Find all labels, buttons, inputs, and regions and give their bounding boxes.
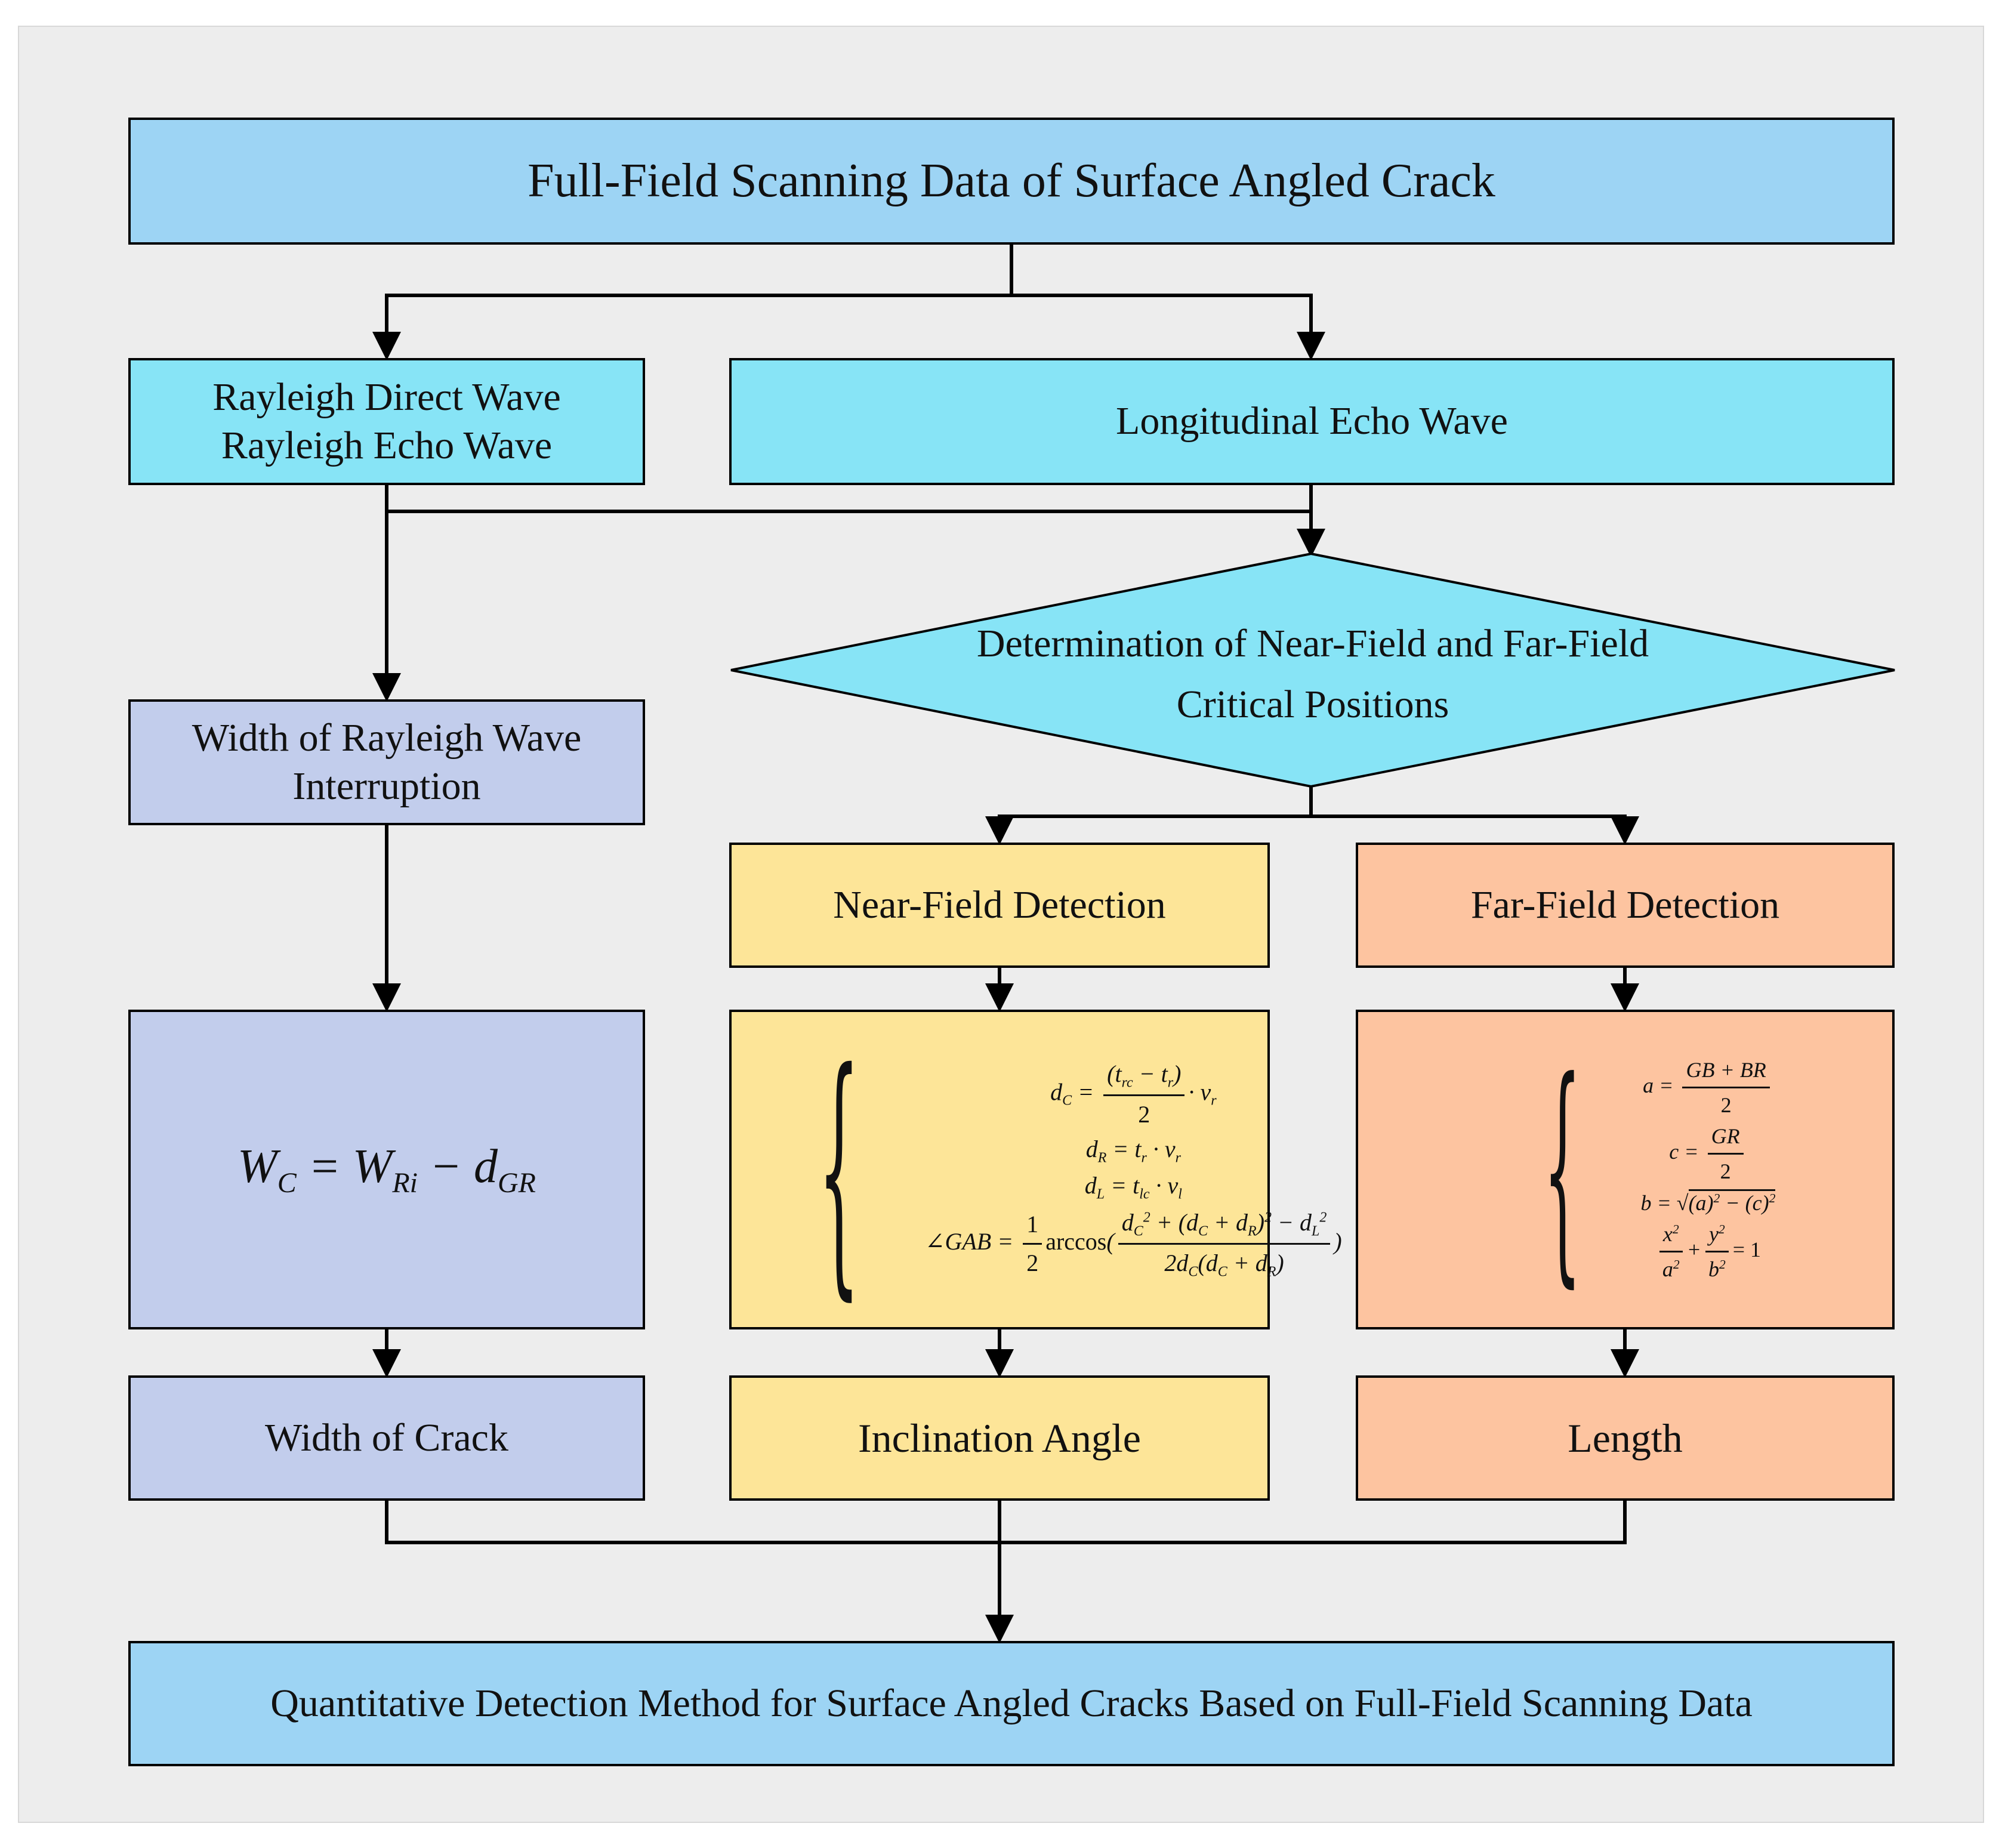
- interruption-label-line1: Width of Rayleigh Wave: [192, 715, 582, 760]
- rayleigh-echo-label: Rayleigh Echo Wave: [221, 423, 553, 467]
- edge-top-to-rayleigh: [372, 294, 1011, 360]
- left-brace-icon: {: [1543, 1031, 1582, 1308]
- interruption-label-line2: Interruption: [292, 764, 481, 808]
- longitudinal-label: Longitudinal Echo Wave: [1116, 399, 1508, 443]
- width-formula: WC = WRi − dGR: [237, 1140, 536, 1199]
- longitudinal-wave-box: Longitudinal Echo Wave: [729, 358, 1895, 485]
- eq-dl: dL = tlc · vl: [1084, 1172, 1182, 1202]
- decision-text: Determination of Near-Field and Far-Fiel…: [734, 615, 1892, 734]
- rayleigh-wave-box: Rayleigh Direct Wave Rayleigh Echo Wave: [128, 358, 645, 485]
- length-box: Length: [1356, 1375, 1895, 1501]
- far-field-box: Far-Field Detection: [1356, 843, 1895, 968]
- edge-decision-to-far: [1311, 815, 1639, 845]
- source-data-box: Full-Field Scanning Data of Surface Angl…: [128, 118, 1895, 245]
- method-summary-label: Quantitative Detection Method for Surfac…: [270, 1681, 1753, 1725]
- source-data-label: Full-Field Scanning Data of Surface Angl…: [528, 154, 1495, 207]
- decision-label-line1: Determination of Near-Field and Far-Fiel…: [976, 621, 1649, 665]
- eq-b: b = √(a)2 − (c)2: [1641, 1187, 1776, 1218]
- width-formula-box: WC = WRi − dGR: [128, 1010, 645, 1329]
- near-field-formula-box: { dC = (trc − tr)2· vr dR = tr · vr dL =…: [729, 1010, 1342, 1329]
- rayleigh-direct-label: Rayleigh Direct Wave: [212, 375, 561, 419]
- near-field-box: Near-Field Detection: [729, 843, 1270, 968]
- eq-dr: dR = tr · vr: [1085, 1136, 1181, 1166]
- inclination-angle-box: Inclination Angle: [729, 1375, 1270, 1501]
- length-label: Length: [1568, 1415, 1683, 1461]
- method-summary-box: Quantitative Detection Method for Surfac…: [128, 1641, 1895, 1766]
- left-brace-icon: {: [818, 1017, 860, 1322]
- edge-top-to-longitudinal: [1011, 294, 1325, 360]
- inclination-angle-label: Inclination Angle: [857, 1415, 1141, 1461]
- edge-merge-line: [385, 1501, 1627, 1544]
- near-field-formula-group: { dC = (trc − tr)2· vr dR = tr · vr dL =…: [755, 1017, 1342, 1322]
- width-of-crack-box: Width of Crack: [128, 1375, 645, 1501]
- decision-diamond: [730, 552, 1895, 788]
- far-field-label: Far-Field Detection: [1470, 883, 1780, 927]
- near-field-equations: dC = (trc − tr)2· vr dR = tr · vr dL = t…: [925, 1057, 1342, 1282]
- decision-label-line2: Critical Positions: [1176, 683, 1449, 726]
- width-of-crack-label: Width of Crack: [265, 1415, 508, 1460]
- interruption-box: Width of Rayleigh Wave Interruption: [128, 699, 645, 825]
- near-field-label: Near-Field Detection: [833, 883, 1166, 927]
- edge-decision-to-near: [985, 815, 1311, 845]
- eq-dc: dC = (trc − tr)2· vr: [925, 1057, 1342, 1132]
